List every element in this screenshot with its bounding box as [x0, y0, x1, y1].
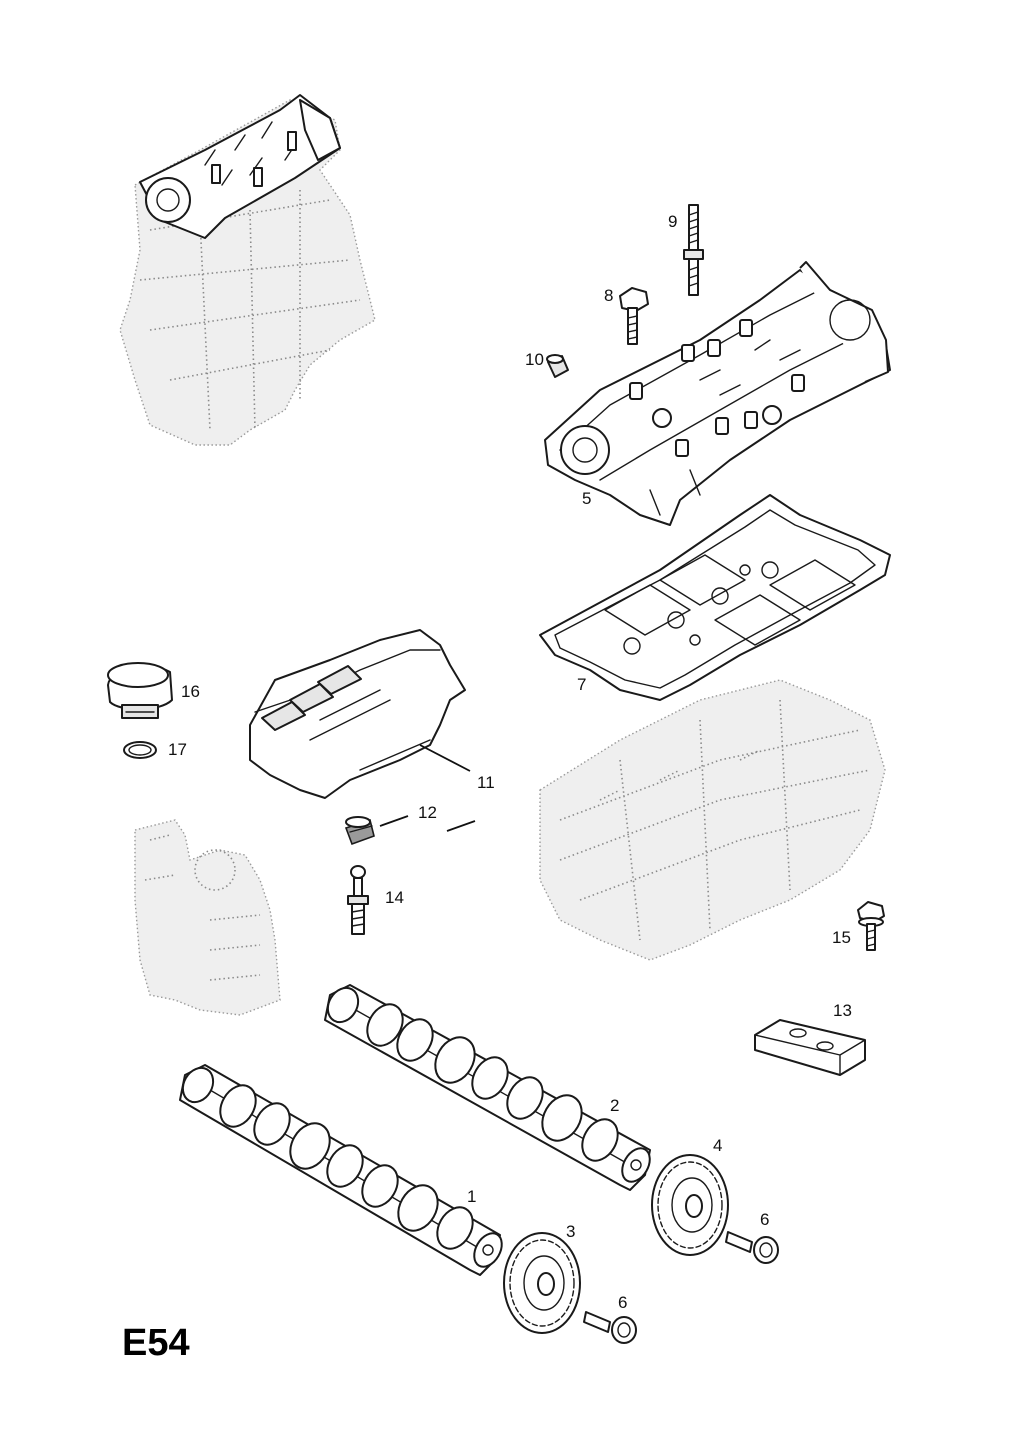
callout-14: 14 — [385, 888, 404, 907]
camshaft-1 — [179, 1064, 503, 1276]
callout-5: 5 — [582, 489, 592, 508]
grommet-12 — [344, 816, 375, 846]
engine-cover-11 — [249, 629, 466, 799]
callout-1: 1 — [467, 1187, 477, 1206]
sprocket-bolt-6-lower — [583, 1311, 637, 1344]
plate-13 — [754, 1019, 866, 1076]
callout-6-upper: 6 — [760, 1210, 770, 1229]
callout-17: 17 — [168, 740, 187, 759]
page-code: E54 — [122, 1322, 190, 1364]
callout-3: 3 — [566, 1222, 576, 1241]
camshaft-2 — [324, 984, 651, 1191]
callout-9: 9 — [668, 212, 678, 231]
callout-11: 11 — [477, 773, 495, 792]
stud-9 — [683, 204, 704, 296]
plug-10 — [546, 354, 569, 378]
engine-block-reference — [119, 94, 376, 446]
callout-4: 4 — [713, 1136, 723, 1155]
callout-2: 2 — [610, 1096, 620, 1115]
bolt-8 — [619, 287, 649, 345]
callout-leaders — [379, 744, 476, 832]
gasket-7 — [539, 494, 891, 701]
callout-12: 12 — [418, 803, 437, 822]
callout-13: 13 — [833, 1001, 852, 1020]
callout-15: 15 — [832, 928, 851, 947]
callout-10: 10 — [525, 350, 544, 369]
filler-cap-16 — [107, 662, 173, 719]
sprocket-3 — [503, 1232, 581, 1334]
callout-7: 7 — [577, 675, 587, 694]
sprocket-4 — [651, 1154, 729, 1256]
o-ring-17 — [123, 741, 157, 759]
cylinder-head-reference — [539, 679, 886, 961]
camshaft-housing-5 — [544, 261, 891, 526]
bolt-15 — [857, 901, 885, 951]
ball-stud-14 — [347, 865, 369, 935]
oil-filter-housing-reference — [134, 819, 281, 1016]
callout-16: 16 — [181, 682, 200, 701]
callout-6-lower: 6 — [618, 1293, 628, 1312]
callout-8: 8 — [604, 286, 614, 305]
sprocket-bolt-6-upper — [725, 1231, 779, 1264]
